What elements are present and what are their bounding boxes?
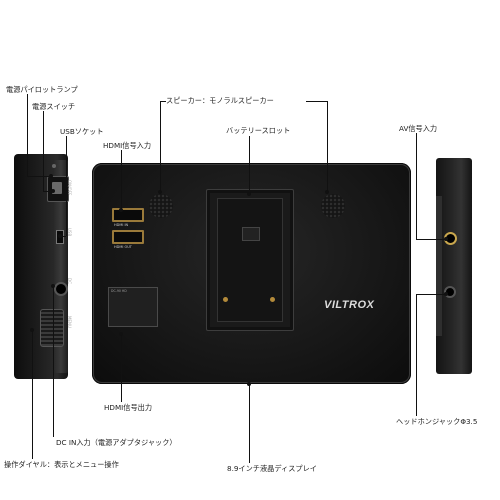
leader-speaker-left (160, 101, 161, 191)
spec-label: DC-90 HD (108, 287, 158, 327)
label-display: 8.9インチ液晶ディスプレイ (227, 464, 317, 473)
operation-dial[interactable] (40, 309, 64, 347)
leader-av-h (416, 239, 446, 240)
battery-slot-inner (217, 198, 283, 322)
power-switch-knob[interactable] (52, 182, 62, 194)
label-dc-input: DC IN入力（電源アダプタジャック） (56, 438, 177, 447)
label-operation-dial: 操作ダイヤル：表示とメニュー操作 (4, 460, 119, 469)
battery-bolt-left (223, 297, 228, 302)
dot-power-pilot (49, 174, 53, 178)
dot-hdmi-out (119, 332, 123, 336)
leader-power-pilot-h (27, 176, 51, 177)
leader-headphone (416, 294, 417, 416)
spec-model: DC-90 HD (111, 289, 127, 293)
dot-speaker-left (158, 190, 162, 194)
hdmi-in-caption: HDMI IN (114, 223, 129, 227)
battery-connector (242, 227, 260, 241)
label-usb-socket: USBソケット (60, 127, 104, 136)
monitor-left-side: ON/OFF USB DC MENU (14, 154, 72, 379)
hdmi-out-port[interactable] (112, 230, 144, 244)
side-dial-text: MENU (67, 316, 72, 328)
leader-usb-h (60, 236, 66, 237)
leader-power-switch (43, 111, 44, 191)
leader-power-switch-h (43, 191, 53, 192)
dot-display (247, 382, 251, 386)
battery-slot[interactable] (206, 189, 294, 331)
speaker-left (149, 194, 173, 218)
leader-power-pilot (27, 94, 28, 176)
leader-speaker-left-h (160, 101, 166, 102)
leader-speaker-right-h (306, 101, 328, 102)
dot-av (444, 237, 448, 241)
dot-dc (51, 284, 55, 288)
label-hdmi-output: HDMI信号出力 (104, 403, 153, 412)
label-hdmi-input: HDMI信号入力 (103, 141, 152, 150)
dot-usb (58, 234, 62, 238)
power-pilot-lamp (52, 164, 56, 168)
leader-speaker-right (327, 101, 328, 191)
leader-hdmi-in (121, 150, 122, 210)
side-dc-text: DC (67, 278, 72, 284)
right-side-edge (436, 196, 442, 336)
label-headphone-jack: ヘッドホンジャックΦ3.5 (396, 417, 478, 426)
leader-usb (66, 136, 67, 236)
speaker-right (321, 194, 345, 218)
leader-display (249, 384, 250, 463)
monitor-back-panel: HDMI IN HDMI OUT DC-90 HD VILTROX (92, 163, 411, 384)
dot-power-switch (51, 189, 55, 193)
hdmi-in-port[interactable] (112, 208, 144, 222)
brand-logo: VILTROX (324, 299, 375, 311)
side-switch-text: ON/OFF (67, 180, 72, 196)
label-battery-slot: バッテリースロット (226, 126, 291, 135)
leader-dial (32, 330, 33, 459)
dot-hdmi-in (119, 208, 123, 212)
dot-battery (247, 192, 251, 196)
leader-dc (53, 285, 54, 437)
leader-headphone-h (416, 294, 446, 295)
hdmi-out-caption: HDMI OUT (114, 245, 132, 249)
power-switch[interactable] (47, 176, 69, 202)
label-speaker: スピーカー：モノラルスピーカー (166, 96, 274, 105)
monitor-right-side (436, 158, 472, 374)
label-power-pilot-lamp: 電源パイロットランプ (6, 85, 78, 94)
battery-bolt-right (270, 297, 275, 302)
dc-in-jack[interactable] (54, 282, 68, 296)
dot-dial (30, 328, 34, 332)
side-usb-text: USB (67, 228, 72, 237)
leader-hdmi-out (121, 334, 122, 402)
dot-headphone (444, 292, 448, 296)
label-av-input: AV信号入力 (399, 124, 438, 133)
leader-av (416, 133, 417, 239)
leader-battery (249, 136, 250, 194)
label-power-switch: 電源スイッチ (32, 102, 76, 111)
dot-speaker-right (325, 190, 329, 194)
